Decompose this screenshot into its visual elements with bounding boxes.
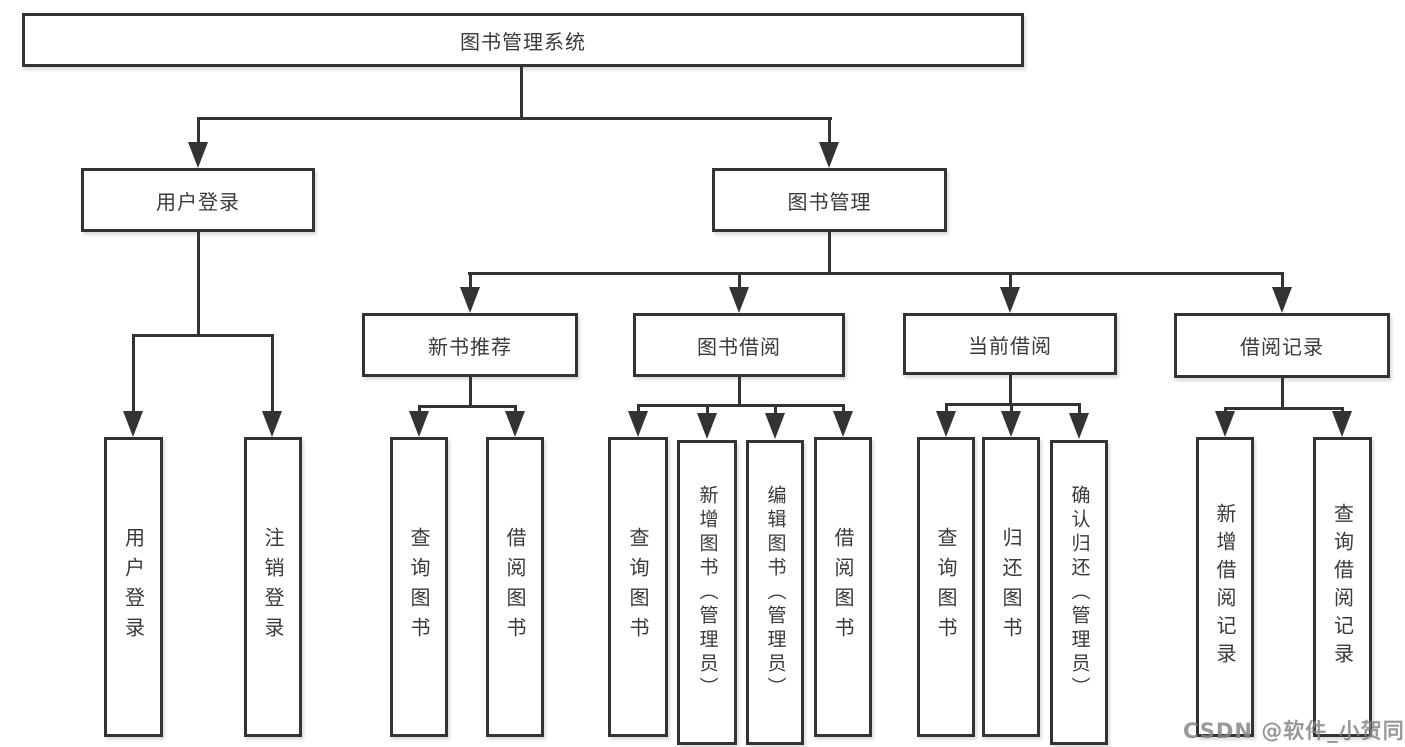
leaf-user-login: 用户登录 bbox=[104, 437, 163, 737]
node-current-borrowing: 当前借阅 bbox=[903, 313, 1117, 375]
csdn-watermark: CSDN @软件_小贺同学 bbox=[1183, 719, 1405, 743]
node-user-login-label: 用户登录 bbox=[156, 189, 240, 214]
node-current-borrowing-label: 当前借阅 bbox=[968, 333, 1052, 358]
connector-current-borrow-bus bbox=[945, 403, 1081, 406]
arrowhead-new-book bbox=[460, 287, 480, 313]
connector-new-book-bus bbox=[418, 405, 517, 408]
leaf-edit-book-admin-label: 编辑图书（管理员） bbox=[764, 484, 787, 701]
arrowhead-query-book-3 bbox=[936, 411, 956, 437]
connector-stem-borrow-records bbox=[1281, 272, 1284, 290]
leaf-confirm-return-admin: 确认归还（管理员） bbox=[1050, 440, 1108, 745]
arrowhead-book-mgmt bbox=[819, 142, 839, 168]
leaf-borrow-book-1-label: 借阅图书 bbox=[503, 527, 527, 647]
leaf-query-book-3-label: 查询图书 bbox=[934, 527, 958, 647]
node-root: 图书管理系统 bbox=[22, 13, 1024, 67]
arrowhead-return-book bbox=[1001, 411, 1021, 437]
connector-current-borrow-drop bbox=[1009, 375, 1012, 406]
leaf-logout-label: 注销登录 bbox=[261, 527, 285, 647]
connector-book-borrow-drop bbox=[738, 377, 741, 407]
arrowhead-borrow-book-2 bbox=[833, 411, 853, 437]
arrowhead-confirm-return bbox=[1069, 413, 1089, 439]
node-borrowing-records: 借阅记录 bbox=[1174, 313, 1390, 378]
leaf-add-borrow-record: 新增借阅记录 bbox=[1196, 437, 1254, 737]
connector-stem-confirm-return bbox=[1078, 403, 1081, 413]
connector-level3-bus bbox=[468, 272, 1284, 275]
leaf-add-book-admin: 新增图书（管理员） bbox=[677, 440, 737, 745]
arrowhead-borrow-records bbox=[1272, 287, 1292, 313]
connector-stem-new-book bbox=[469, 272, 472, 290]
connector-stem-query-book-1 bbox=[418, 405, 421, 415]
connector-stem-book-mgmt bbox=[828, 117, 831, 145]
node-new-book-recommend: 新书推荐 bbox=[362, 313, 578, 377]
leaf-logout: 注销登录 bbox=[244, 437, 302, 737]
arrowhead-leaf-logout bbox=[262, 411, 282, 437]
arrowhead-book-borrow bbox=[729, 287, 749, 313]
leaf-edit-book-admin: 编辑图书（管理员） bbox=[746, 440, 804, 745]
node-root-label: 图书管理系统 bbox=[460, 29, 586, 54]
connector-stem-query-book-3 bbox=[945, 403, 948, 413]
leaf-confirm-return-admin-label: 确认归还（管理员） bbox=[1068, 484, 1091, 701]
node-book-borrowing-label: 图书借阅 bbox=[697, 334, 781, 359]
leaf-user-login-label: 用户登录 bbox=[121, 527, 146, 647]
arrowhead-query-book-1 bbox=[409, 411, 429, 437]
leaf-query-book-1-label: 查询图书 bbox=[407, 527, 431, 647]
arrowhead-add-book bbox=[697, 413, 717, 439]
connector-new-book-drop bbox=[469, 377, 472, 408]
leaf-add-book-admin-label: 新增图书（管理员） bbox=[696, 484, 719, 701]
leaf-add-borrow-record-label: 新增借阅记录 bbox=[1213, 503, 1237, 671]
arrowhead-user-login bbox=[188, 142, 208, 168]
leaf-query-book-2-label: 查询图书 bbox=[626, 527, 650, 647]
leaf-query-borrow-record-label: 查询借阅记录 bbox=[1330, 503, 1355, 671]
leaf-query-borrow-record: 查询借阅记录 bbox=[1313, 437, 1372, 737]
node-user-login: 用户登录 bbox=[81, 168, 315, 232]
connector-borrow-records-drop bbox=[1281, 378, 1284, 410]
connector-stem-leaf-user-login bbox=[132, 334, 135, 412]
arrowhead-query-book-2 bbox=[628, 411, 648, 437]
leaf-return-book: 归还图书 bbox=[982, 437, 1040, 737]
connector-root-drop bbox=[520, 66, 523, 119]
connector-user-login-bus bbox=[132, 334, 274, 337]
arrowhead-add-record bbox=[1215, 411, 1235, 437]
node-new-book-recommend-label: 新书推荐 bbox=[428, 334, 512, 359]
node-borrowing-records-label: 借阅记录 bbox=[1240, 335, 1324, 359]
connector-level2-bus bbox=[197, 117, 832, 120]
connector-stem-current-borrow bbox=[1009, 272, 1012, 290]
leaf-borrow-book-2-label: 借阅图书 bbox=[831, 527, 855, 647]
arrowhead-query-record bbox=[1332, 411, 1352, 437]
connector-borrow-records-bus bbox=[1224, 407, 1344, 410]
connector-user-login-drop bbox=[197, 232, 200, 337]
connector-stem-return-book bbox=[1010, 403, 1013, 413]
arrowhead-edit-book bbox=[765, 413, 785, 439]
node-book-management-label: 图书管理 bbox=[787, 189, 872, 214]
connector-stem-edit-book bbox=[774, 404, 777, 414]
connector-stem-add-book bbox=[706, 404, 709, 414]
connector-stem-borrow-book-2 bbox=[842, 404, 845, 414]
arrowhead-current-borrow bbox=[1000, 287, 1020, 313]
connector-book-mgmt-drop bbox=[828, 232, 831, 275]
leaf-return-book-label: 归还图书 bbox=[999, 527, 1023, 647]
connector-stem-book-borrow bbox=[738, 272, 741, 290]
node-book-management: 图书管理 bbox=[712, 168, 947, 232]
leaf-query-book-3: 查询图书 bbox=[917, 437, 975, 737]
leaf-borrow-book-2: 借阅图书 bbox=[814, 437, 872, 737]
node-book-borrowing: 图书借阅 bbox=[633, 313, 845, 377]
leaf-borrow-book-1: 借阅图书 bbox=[486, 437, 544, 737]
leaf-query-book-2: 查询图书 bbox=[608, 437, 668, 737]
arrowhead-borrow-book-1 bbox=[505, 411, 525, 437]
connector-book-borrow-bus bbox=[637, 404, 845, 407]
connector-stem-borrow-book-1 bbox=[514, 405, 517, 415]
leaf-query-book-1: 查询图书 bbox=[390, 437, 448, 737]
connector-stem-user-login bbox=[197, 117, 200, 145]
connector-stem-query-book-2 bbox=[637, 404, 640, 414]
arrowhead-leaf-user-login bbox=[123, 411, 143, 437]
connector-stem-leaf-logout bbox=[271, 334, 274, 412]
